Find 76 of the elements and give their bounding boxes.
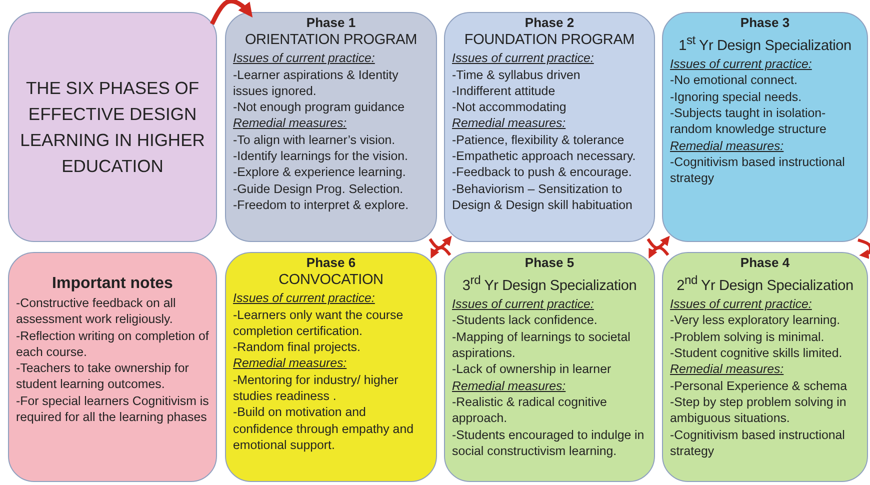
phase-title: CONVOCATION bbox=[278, 271, 384, 290]
phase-box bbox=[444, 252, 655, 482]
phase-title: ORIENTATION PROGRAM bbox=[244, 31, 418, 50]
curved-arrow bbox=[430, 246, 452, 259]
section-heading: Issues of current practice: bbox=[670, 56, 813, 72]
bullet-item: -Realistic & radical cognitive approach. bbox=[452, 394, 608, 426]
bullet-item: -Problem solving is minimal. bbox=[670, 328, 826, 346]
bullet-item: -Ignoring special needs. bbox=[670, 88, 803, 106]
bullet-item: -Identify learnings for the vision. bbox=[233, 148, 409, 164]
section-heading: Issues of current practice: bbox=[452, 50, 595, 67]
bullet-item: -Students encouraged to indulge in social constructivism learning. bbox=[452, 426, 646, 460]
bullet-item: -Mentoring for industry/ higher studies readiness . bbox=[233, 372, 400, 404]
phase-box bbox=[225, 252, 437, 482]
section-heading: Remedial measures: bbox=[233, 115, 348, 132]
phase-title: 2$^{nd}$ Yr Design Specialization bbox=[676, 272, 854, 296]
bullet-item: -Personal Experience & schema bbox=[670, 378, 848, 394]
bullet-item: -Cognitivism based instructional strategy bbox=[670, 154, 846, 186]
section-heading: Remedial measures: bbox=[670, 138, 785, 154]
bullet-item: -Build on motivation and confidence through empathy and emotional support. bbox=[233, 404, 414, 454]
phase-label: Phase 6 bbox=[305, 255, 357, 272]
section-heading: Remedial measures: bbox=[233, 355, 348, 372]
curved-arrow bbox=[858, 238, 870, 259]
bullet-item: -Empathetic approach necessary. bbox=[452, 148, 637, 164]
bullet-item: -Explore & experience learning. bbox=[233, 164, 407, 181]
phase-title: FOUNDATION PROGRAM bbox=[463, 31, 636, 50]
section-heading: Remedial measures: bbox=[670, 361, 785, 378]
section-heading: Issues of current practice: bbox=[670, 296, 813, 312]
notes-box bbox=[8, 252, 217, 482]
phase-box bbox=[225, 12, 437, 242]
bullet-item: -Subjects taught in isolation-random knowledge structure bbox=[670, 105, 828, 138]
bullet-item: -Behaviorism – Sensitization to Design & Design skill habituation bbox=[452, 180, 634, 214]
bullet-item: -Very less exploratory learning. bbox=[670, 312, 842, 329]
phase-label: Phase 3 bbox=[739, 15, 791, 32]
phase-box bbox=[444, 12, 655, 242]
phase-box bbox=[662, 252, 868, 482]
section-heading: Issues of current practice: bbox=[233, 50, 376, 67]
notes-heading: Important notes bbox=[51, 274, 174, 294]
bullet-item: -Student cognitive skills limited. bbox=[670, 345, 844, 362]
bullet-item: -No emotional connect. bbox=[670, 72, 798, 89]
bullet-item: -Teachers to take ownership for student learning outcomes. bbox=[16, 360, 190, 393]
bullet-item: -Freedom to interpret & explore. bbox=[233, 196, 410, 214]
bullet-item: -Mapping of learnings to societal aspirations. bbox=[452, 328, 632, 362]
bullet-item: -Feedback to push & encourage. bbox=[452, 164, 633, 181]
bullet-item: -Cognitivism based instructional strategy bbox=[670, 426, 846, 460]
bullet-item: -Learners only want the course completion certification. bbox=[233, 306, 404, 340]
phase-label: Phase 4 bbox=[739, 255, 791, 272]
title-box bbox=[8, 12, 217, 242]
phase-title: 3$^{rd}$ Yr Design Specialization bbox=[461, 272, 638, 296]
section-heading: Issues of current practice: bbox=[233, 290, 376, 307]
bullet-item: -Learner aspirations & Identity issues ignored. bbox=[233, 66, 400, 100]
bullet-item: -To align with learner’s vision. bbox=[233, 132, 396, 148]
section-heading: Remedial measures: bbox=[452, 378, 567, 394]
bullet-item: -Reflection writing on completion of each course. bbox=[16, 328, 209, 360]
phase-box bbox=[662, 12, 868, 242]
bullet-item: -Lack of ownership in learner bbox=[452, 361, 612, 378]
phase-label: Phase 1 bbox=[305, 15, 357, 32]
bullet-item: -Constructive feedback on all assessment work religiously. bbox=[16, 295, 177, 328]
bullet-item: -Guide Design Prog. Selection. bbox=[233, 180, 404, 197]
phase-label: Phase 5 bbox=[524, 255, 576, 272]
bullet-item: -Not accommodating bbox=[452, 99, 568, 116]
phase-label: Phase 2 bbox=[524, 15, 576, 32]
bullet-item: -For special learners Cognitivism is required for all the learning phases bbox=[16, 392, 209, 426]
section-heading: Issues of current practice: bbox=[452, 296, 595, 312]
bullet-item: -Step by step problem solving in ambiguous situations. bbox=[670, 394, 848, 426]
heading-text: THE SIX PHASES OF EFFECTIVE DESIGN LEARNING IN HIGHER EDUCATION bbox=[19, 77, 206, 178]
phase-title: 1$^{st}$ Yr Design Specialization bbox=[678, 32, 852, 56]
bullet-item: -Students lack confidence. bbox=[452, 312, 598, 329]
bullet-item: -Random final projects. bbox=[233, 339, 362, 356]
curved-arrow bbox=[428, 236, 452, 250]
bullet-item: -Indifferent attitude bbox=[452, 82, 556, 100]
curved-arrow bbox=[646, 236, 670, 250]
curved-arrow bbox=[648, 246, 670, 259]
section-heading: Remedial measures: bbox=[452, 115, 567, 132]
bullet-item: -Patience, flexibility & tolerance bbox=[452, 132, 626, 148]
bullet-item: -Not enough program guidance bbox=[233, 99, 406, 116]
bullet-item: -Time & syllabus driven bbox=[452, 66, 582, 83]
